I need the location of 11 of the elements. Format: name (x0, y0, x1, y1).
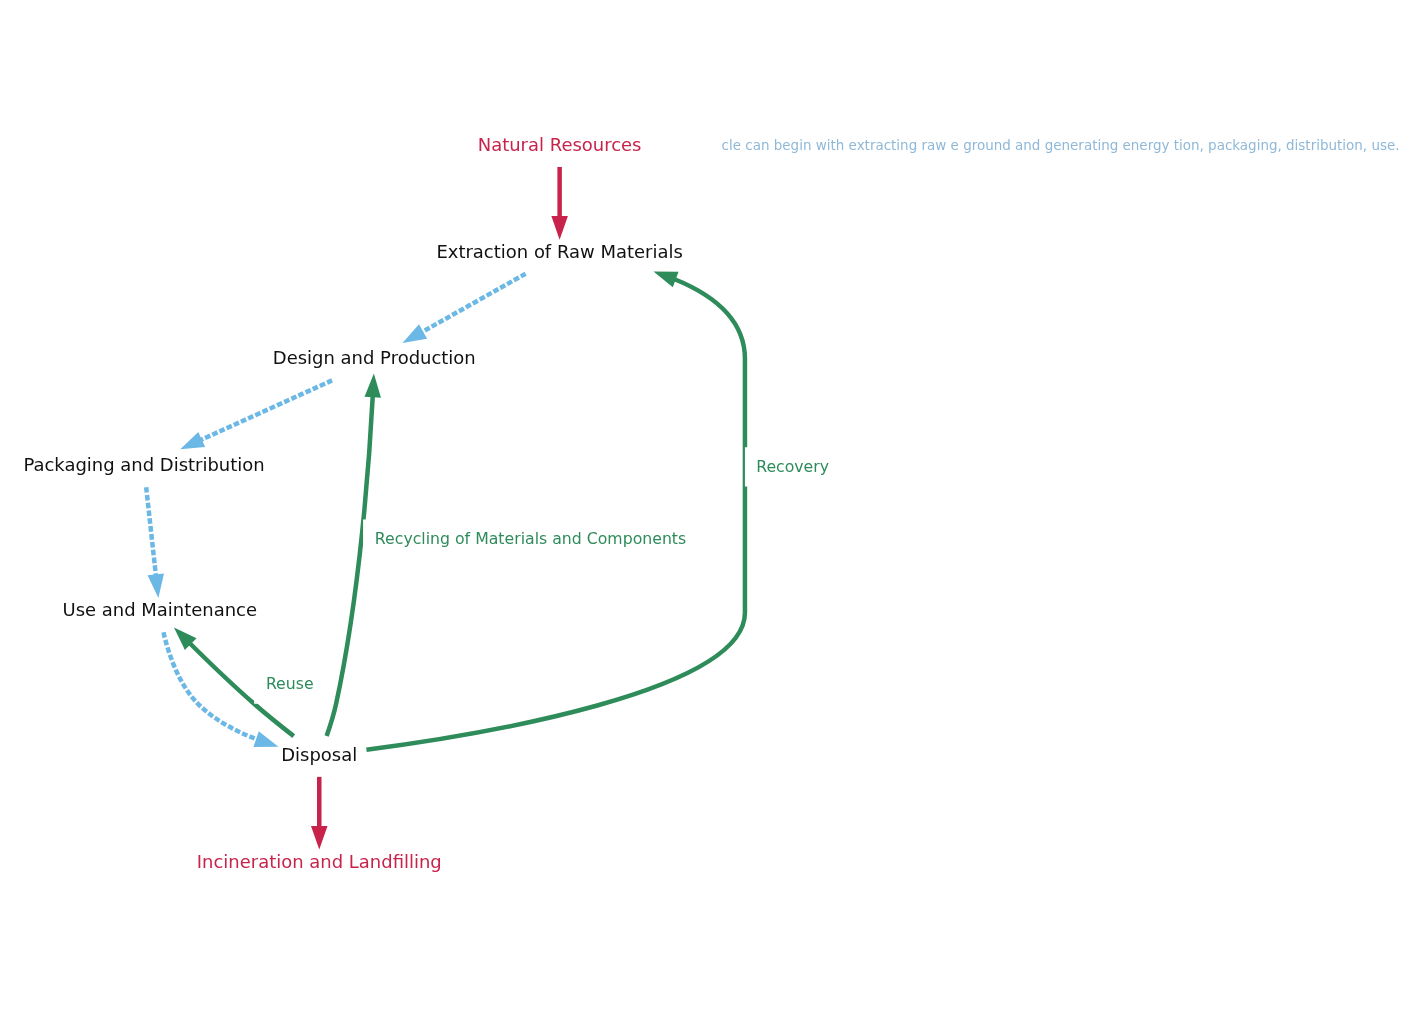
edge-label: Reuse (265, 673, 314, 693)
node-text: Extraction of Raw Materials (436, 240, 683, 262)
node-text: Incineration and Landfilling (196, 850, 442, 872)
node-text: Disposal (281, 743, 358, 765)
node-text: Use and Maintenance (62, 598, 258, 620)
node-text: Packaging and Distribution (23, 453, 265, 475)
edge-label: Recycling of Materials and Components (374, 528, 687, 548)
label: cle can begin with extracting raw e ground and generating energy tion, packaging, distribution, use. (721, 136, 1400, 153)
node-text: Natural Resources (477, 133, 642, 155)
edge-label: Recovery (756, 456, 830, 476)
node-text: Design and Production (272, 346, 476, 368)
